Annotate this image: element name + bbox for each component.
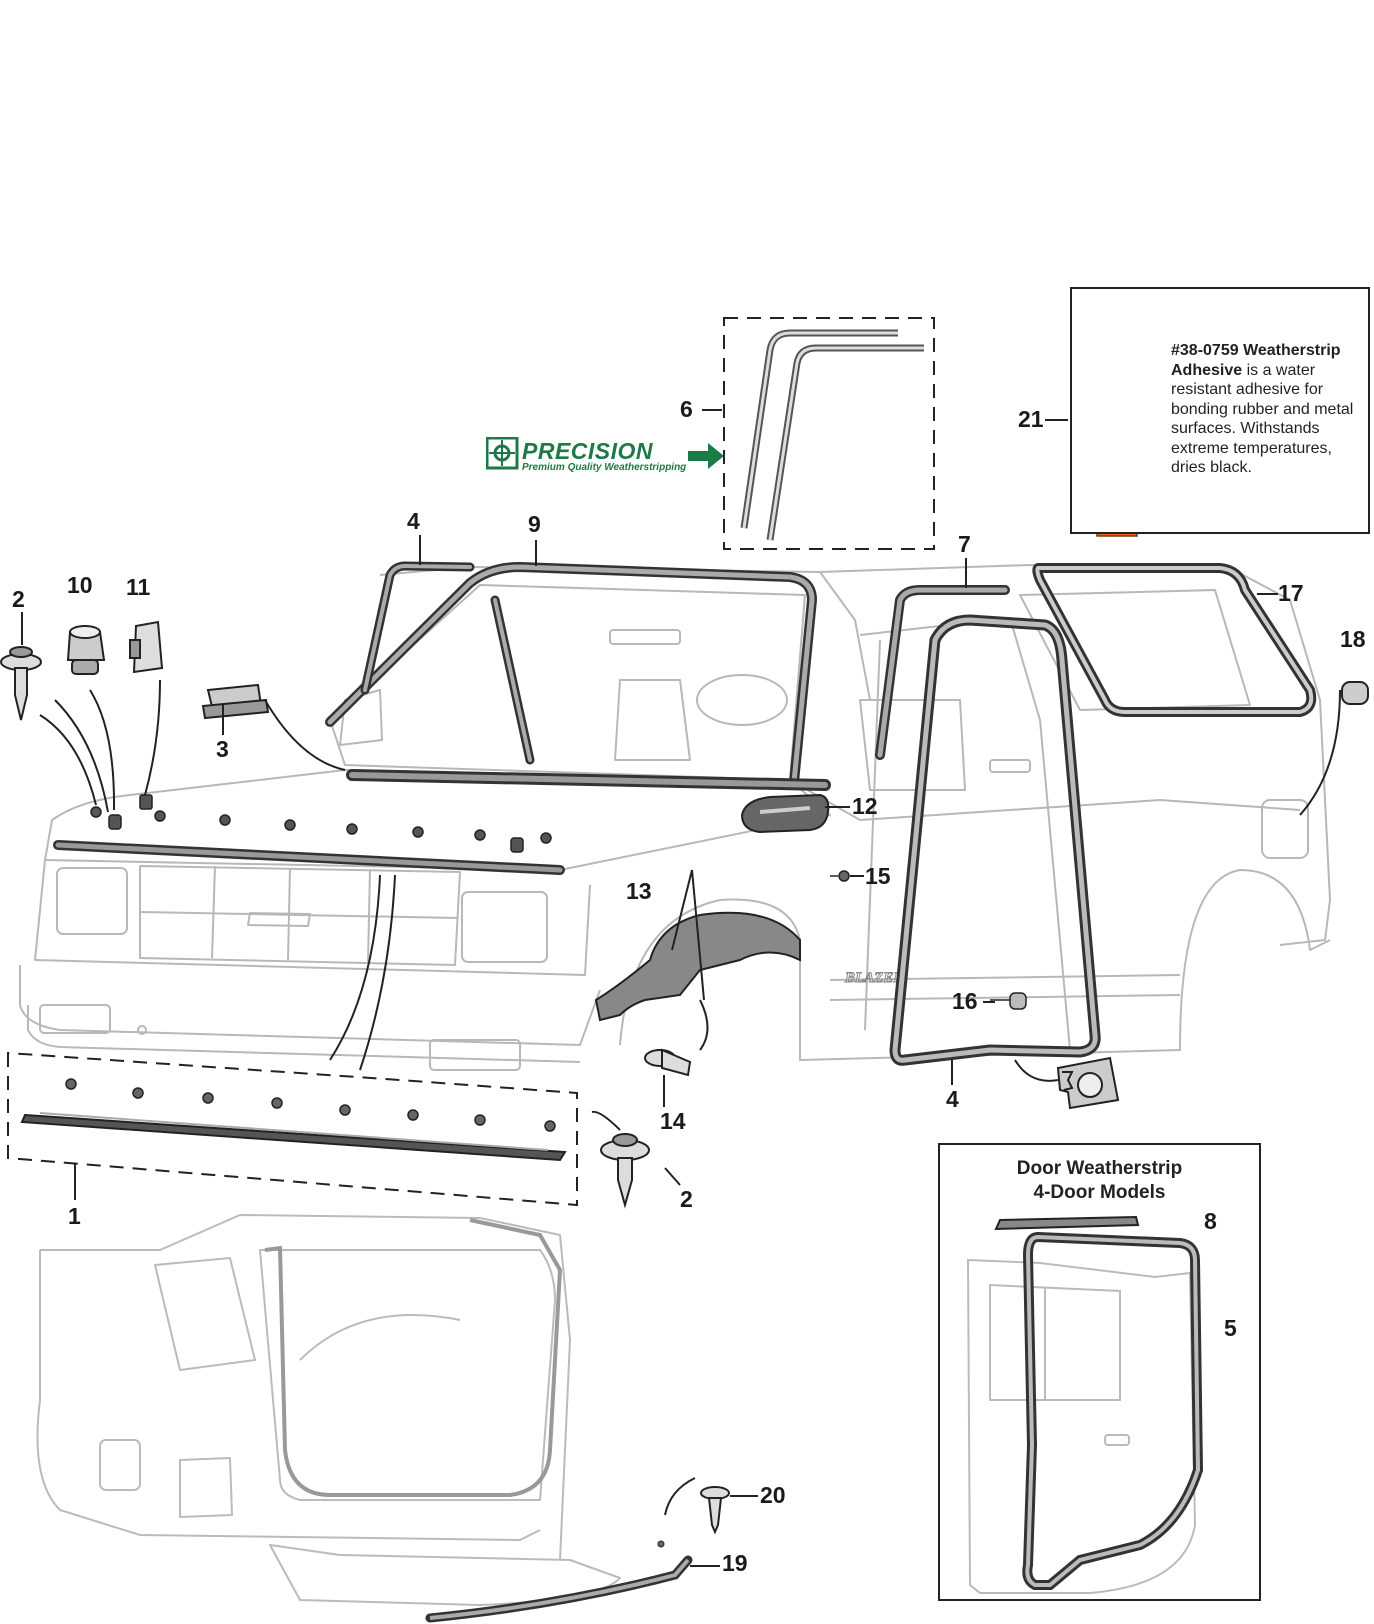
callout-13: 13 [626, 878, 652, 904]
callout-4-bottom: 4 [946, 1086, 959, 1112]
hood-clips [90, 794, 552, 853]
callout-10: 10 [67, 572, 93, 598]
callout-5: 5 [1224, 1315, 1237, 1341]
liftgate-frame-seal [264, 1218, 563, 1497]
callout-21: 21 [1018, 406, 1044, 432]
screw-20 [700, 1486, 730, 1535]
callout-1: 1 [68, 1203, 81, 1229]
hood-seal-1 [20, 1112, 567, 1162]
push-pin-14 [644, 1048, 692, 1077]
adhesive-description: #38-0759 Weatherstrip Adhesive is a wate… [1171, 341, 1367, 478]
inset-title: Door Weatherstrip 4-Door Models [940, 1157, 1259, 1205]
adhesive-part-number: #38-0759 Weatherstrip Adhesive [1171, 342, 1341, 379]
group-box-6 [723, 317, 935, 550]
callout-15: 15 [865, 863, 891, 889]
push-pin-2-bottom [600, 1133, 650, 1209]
clip-15 [830, 870, 850, 882]
leader-lines [39, 679, 1341, 1516]
callout-8: 8 [1204, 1208, 1217, 1234]
callout-12: 12 [852, 793, 878, 819]
cowl-seal-3-profile [201, 683, 270, 720]
precision-tagline: Premium Quality Weatherstripping [522, 462, 687, 473]
precision-logo: PRECISION Premium Quality Weatherstrippi… [486, 437, 726, 475]
truck-rear-body [36, 1214, 621, 1606]
plug-10 [66, 625, 106, 675]
callout-6: 6 [680, 396, 693, 422]
door-handle-seal-12 [740, 793, 830, 834]
callout-7: 7 [958, 531, 971, 557]
vehicle-badge: BLAZER [844, 970, 903, 986]
hood-seal-pins [65, 1078, 556, 1132]
callout-16: 16 [952, 988, 978, 1014]
callout-2-top: 2 [12, 586, 25, 612]
door-seal-profile-4 [1056, 1056, 1120, 1110]
fender-wheelhouse-seal-13 [594, 911, 801, 1022]
callout-4-top: 4 [407, 508, 420, 534]
group-box-1 [7, 1051, 578, 1207]
callout-2-bottom: 2 [680, 1186, 693, 1212]
clip-11 [129, 620, 164, 674]
arrow-right-icon [688, 443, 724, 469]
callout-17: 17 [1278, 580, 1304, 606]
adhesive-info-box: #38-0759 Weatherstrip Adhesive is a wate… [1070, 287, 1370, 534]
precision-emblem-icon [486, 437, 519, 470]
callout-14: 14 [660, 1108, 686, 1134]
callout-11: 11 [126, 574, 151, 600]
glass-run-channel-6 [740, 329, 924, 541]
callout-9: 9 [528, 511, 541, 537]
bumper-18 [1341, 681, 1369, 705]
rear-door-drawing [966, 1215, 1204, 1594]
precision-wordmark: PRECISION [522, 438, 654, 464]
callout-18: 18 [1340, 626, 1366, 652]
adhesive-description-text: is a water resistant adhesive for bondin… [1171, 361, 1354, 477]
inset-title-line1: Door Weatherstrip [1016, 1158, 1183, 1179]
callout-20: 20 [760, 1482, 786, 1508]
door-weatherstrip-inset: Door Weatherstrip 4-Door Models 8 5 [938, 1143, 1261, 1601]
callout-19: 19 [722, 1550, 748, 1576]
inset-title-line2: 4-Door Models [1033, 1182, 1166, 1203]
push-pin-2-top [0, 646, 42, 721]
door-seal-5 [1022, 1231, 1204, 1590]
bumper-16 [990, 992, 1027, 1010]
callout-3: 3 [216, 736, 229, 762]
belt-strip-8 [994, 1215, 1140, 1231]
liftgate-seal-19 [425, 1555, 693, 1623]
